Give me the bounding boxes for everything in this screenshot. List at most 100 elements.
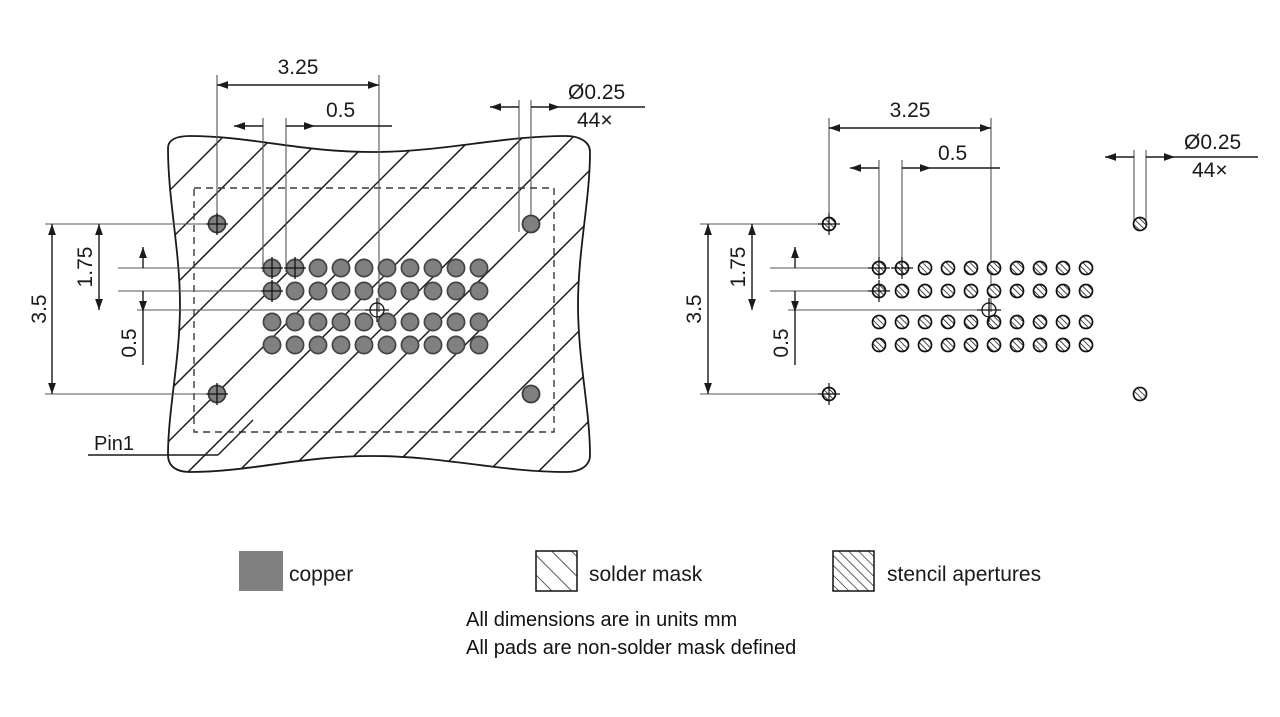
dim-quantity-right-label: 44× — [1192, 159, 1228, 182]
stencil-aperture — [1009, 283, 1025, 299]
copper-pad — [285, 281, 305, 301]
copper-pad — [446, 281, 466, 301]
right-view-group: 3.25 0.5 Ø0.25 44× 3.5 1.75 — [683, 99, 1258, 405]
right-fiducial-apertures — [818, 213, 1148, 405]
copper-pad — [400, 258, 420, 278]
stencil-aperture — [894, 337, 910, 353]
legend-item-stencil-apertures: stencil apertures — [832, 550, 1041, 592]
stencil-aperture — [1032, 337, 1048, 353]
dim-0p5-right-horizontal-label: 0.5 — [938, 142, 967, 165]
copper-pad — [423, 281, 443, 301]
fiducial-pad-top-left — [206, 213, 228, 235]
dim-0p5-right-vertical: 0.5 — [770, 247, 799, 365]
pin1-label: Pin1 — [94, 433, 134, 455]
copper-pad — [377, 312, 397, 332]
copper-pad — [262, 312, 282, 332]
stencil-aperture — [940, 260, 956, 276]
copper-pad — [423, 312, 443, 332]
fiducial-pad-bottom-right — [521, 384, 541, 404]
legend-label-solder-mask: solder mask — [589, 563, 703, 586]
copper-pad — [400, 335, 420, 355]
stencil-aperture — [871, 314, 887, 330]
stencil-aperture — [940, 314, 956, 330]
stencil-aperture — [1055, 283, 1071, 299]
copper-pad — [469, 258, 489, 278]
notes-group: All dimensions are in units mm All pads … — [466, 609, 796, 659]
copper-pad — [285, 335, 305, 355]
copper-pad — [308, 281, 328, 301]
fiducial-aperture-bottom-right — [1132, 386, 1148, 402]
stencil-aperture — [1078, 314, 1094, 330]
dim-0p5-right-vertical-label: 0.5 — [770, 328, 793, 357]
dim-diameter-left-label: Ø0.25 — [568, 81, 625, 104]
dim-3p25-right: 3.25 — [829, 99, 991, 132]
copper-pad — [377, 258, 397, 278]
dim-1p75-right: 1.75 — [727, 224, 756, 310]
dim-1p75-left-label: 1.75 — [74, 247, 97, 288]
legend-group: copper solder mask stencil apertures — [239, 550, 1041, 592]
dim-3p25-right-label: 3.25 — [890, 99, 931, 122]
note-pads: All pads are non-solder mask defined — [466, 637, 796, 659]
dim-3p5-right: 3.5 — [683, 224, 712, 394]
stencil-aperture — [1009, 260, 1025, 276]
copper-pad — [331, 335, 351, 355]
datum-crosshair-right — [977, 298, 1001, 322]
stencil-aperture — [1055, 314, 1071, 330]
copper-pad — [262, 335, 282, 355]
stencil-aperture — [917, 260, 933, 276]
stencil-aperture — [986, 283, 1002, 299]
stencil-aperture — [894, 283, 910, 299]
pad-row — [262, 312, 489, 332]
copper-pad — [446, 258, 466, 278]
copper-pad — [423, 258, 443, 278]
stencil-aperture — [1032, 260, 1048, 276]
stencil-aperture — [963, 260, 979, 276]
stencil-aperture — [1078, 260, 1094, 276]
dim-3p5-left-label: 3.5 — [28, 294, 51, 323]
fiducial-pad-bottom-left — [206, 383, 228, 405]
dim-0p5-right-horizontal: 0.5 — [850, 142, 1000, 172]
dim-1p75-right-label: 1.75 — [727, 247, 750, 288]
copper-pad — [377, 335, 397, 355]
stencil-aperture — [1055, 260, 1071, 276]
copper-pad — [377, 281, 397, 301]
dim-diameter-right-label: Ø0.25 — [1184, 131, 1241, 154]
copper-pad — [469, 335, 489, 355]
copper-pad — [469, 281, 489, 301]
aperture-row — [871, 337, 1094, 353]
copper-pad — [308, 312, 328, 332]
aperture-row — [871, 314, 1094, 330]
copper-pad — [308, 335, 328, 355]
stencil-aperture — [1009, 314, 1025, 330]
fiducial-aperture-top-left — [818, 213, 840, 235]
stencil-aperture — [917, 283, 933, 299]
copper-pad — [354, 281, 374, 301]
note-units: All dimensions are in units mm — [466, 609, 737, 631]
copper-pad — [400, 312, 420, 332]
stencil-aperture-grid — [868, 257, 1094, 353]
pin1-callout: Pin1 — [88, 419, 254, 456]
copper-pad — [308, 258, 328, 278]
copper-pad — [469, 312, 489, 332]
legend-item-solder-mask: solder mask — [535, 550, 703, 592]
copper-swatch — [239, 551, 283, 591]
stencil-aperture — [871, 337, 887, 353]
stencil-aperture — [1055, 337, 1071, 353]
dim-0p5-left-vertical-label: 0.5 — [118, 328, 141, 357]
dim-3p25-left: 3.25 — [217, 56, 379, 89]
right-extension-lines-vertical — [828, 118, 1147, 312]
copper-pad — [446, 312, 466, 332]
stencil-aperture — [917, 337, 933, 353]
stencil-aperture — [1032, 283, 1048, 299]
stencil-aperture — [986, 260, 1002, 276]
stencil-aperture — [1032, 314, 1048, 330]
dim-0p5-left-horizontal: 0.5 — [234, 99, 392, 130]
fiducial-aperture-top-right — [1132, 216, 1148, 232]
copper-pad — [423, 335, 443, 355]
stencil-aperture — [917, 314, 933, 330]
stencil-aperture — [963, 283, 979, 299]
stencil-aperture — [963, 314, 979, 330]
dim-3p5-left: 3.5 — [28, 224, 56, 394]
aperture-row — [871, 283, 1094, 299]
